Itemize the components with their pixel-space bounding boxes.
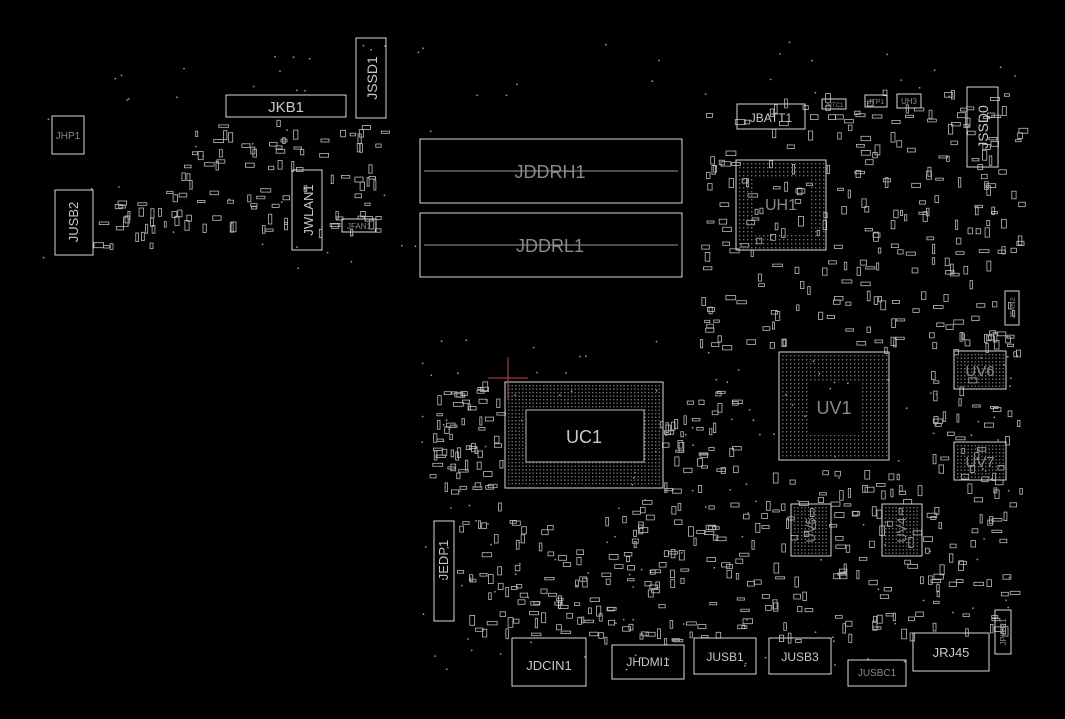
chip-uv4[interactable]: UV4	[881, 503, 923, 557]
svg-text:UV7: UV7	[965, 454, 994, 471]
svg-text:JWLAN1: JWLAN1	[301, 184, 316, 235]
connector-jwlan1[interactable]: JWLAN1	[291, 169, 323, 251]
connector-jssd0[interactable]: JSSD0	[966, 86, 999, 168]
svg-text:JUSB1: JUSB1	[706, 650, 744, 664]
svg-text:UV1: UV1	[816, 398, 851, 418]
svg-text:JTP1: JTP1	[868, 99, 884, 106]
svg-text:UV5: UV5	[803, 517, 818, 542]
svg-text:JSSD1: JSSD1	[364, 56, 380, 100]
svg-text:JRJ45: JRJ45	[933, 645, 970, 660]
svg-text:JUSBC1: JUSBC1	[858, 668, 897, 679]
chip-uh3[interactable]: UH3	[896, 93, 922, 109]
connector-jedp1[interactable]: JEDP1	[433, 520, 455, 622]
svg-text:JRTC1: JRTC1	[825, 103, 844, 109]
svg-text:JFAN1: JFAN1	[347, 222, 372, 231]
svg-text:JDCIN1: JDCIN1	[526, 658, 572, 673]
svg-text:JDDRL1: JDDRL1	[516, 236, 584, 256]
svg-text:JDDRH1: JDDRH1	[514, 162, 585, 182]
svg-text:JFAN2: JFAN2	[1010, 297, 1017, 318]
svg-text:UH1: UH1	[765, 197, 797, 214]
connector-jrj45[interactable]: JRJ45	[912, 632, 990, 672]
svg-text:JHDMI1: JHDMI1	[626, 655, 670, 669]
dimm-slot-jddrh1[interactable]: JDDRH1	[419, 138, 683, 204]
connector-jpwr1[interactable]: JPWR1	[994, 609, 1012, 655]
connector-jssd1[interactable]: JSSD1	[355, 37, 387, 119]
connector-jusb3[interactable]: JUSB3	[768, 637, 832, 675]
svg-text:JEDP1: JEDP1	[436, 540, 451, 580]
svg-text:JUSB2: JUSB2	[66, 202, 81, 242]
svg-text:JHP1: JHP1	[56, 131, 81, 142]
chip-uc1[interactable]: UC1	[504, 381, 664, 489]
svg-text:UC1: UC1	[566, 427, 602, 447]
connector-jrtc1[interactable]: JRTC1	[821, 98, 847, 110]
svg-text:JPWR1: JPWR1	[999, 618, 1008, 646]
connector-jbatt1[interactable]: JBATT1	[736, 103, 806, 130]
connector-jusbc1[interactable]: JUSBC1	[847, 659, 907, 687]
connector-jkb1[interactable]: JKB1	[225, 94, 347, 118]
passive-components-layer	[93, 89, 1029, 646]
svg-text:UV4: UV4	[894, 517, 909, 542]
svg-text:UV6: UV6	[965, 363, 994, 380]
svg-text:JKB1: JKB1	[268, 99, 304, 116]
connector-jusb2[interactable]: JUSB2	[54, 189, 94, 256]
connector-jfan1[interactable]: JFAN1	[341, 218, 377, 233]
chip-uh1[interactable]: UH1	[735, 159, 827, 251]
connector-jusb1[interactable]: JUSB1	[693, 637, 757, 675]
chip-uv6[interactable]: UV6	[953, 350, 1007, 390]
via-net-dots-layer	[42, 41, 1019, 671]
connector-jhdmi1[interactable]: JHDMI1	[611, 644, 685, 680]
svg-text:JBATT1: JBATT1	[750, 111, 793, 125]
svg-text:UH3: UH3	[901, 97, 918, 106]
connector-jhp1[interactable]: JHP1	[51, 115, 85, 155]
chip-uv1[interactable]: UV1	[778, 351, 890, 461]
crosshair-cursor	[488, 357, 528, 399]
svg-text:JUSB3: JUSB3	[781, 650, 819, 664]
svg-text:JSSD0: JSSD0	[975, 105, 991, 149]
connector-jfan2[interactable]: JFAN2	[1004, 290, 1020, 326]
chip-uv5[interactable]: UV5	[790, 503, 832, 557]
connector-jdcin1[interactable]: JDCIN1	[511, 637, 587, 687]
connector-jtp1[interactable]: JTP1	[864, 94, 888, 108]
chip-uv7[interactable]: UV7	[953, 441, 1007, 481]
dimm-slot-jddrl1[interactable]: JDDRL1	[419, 212, 683, 278]
